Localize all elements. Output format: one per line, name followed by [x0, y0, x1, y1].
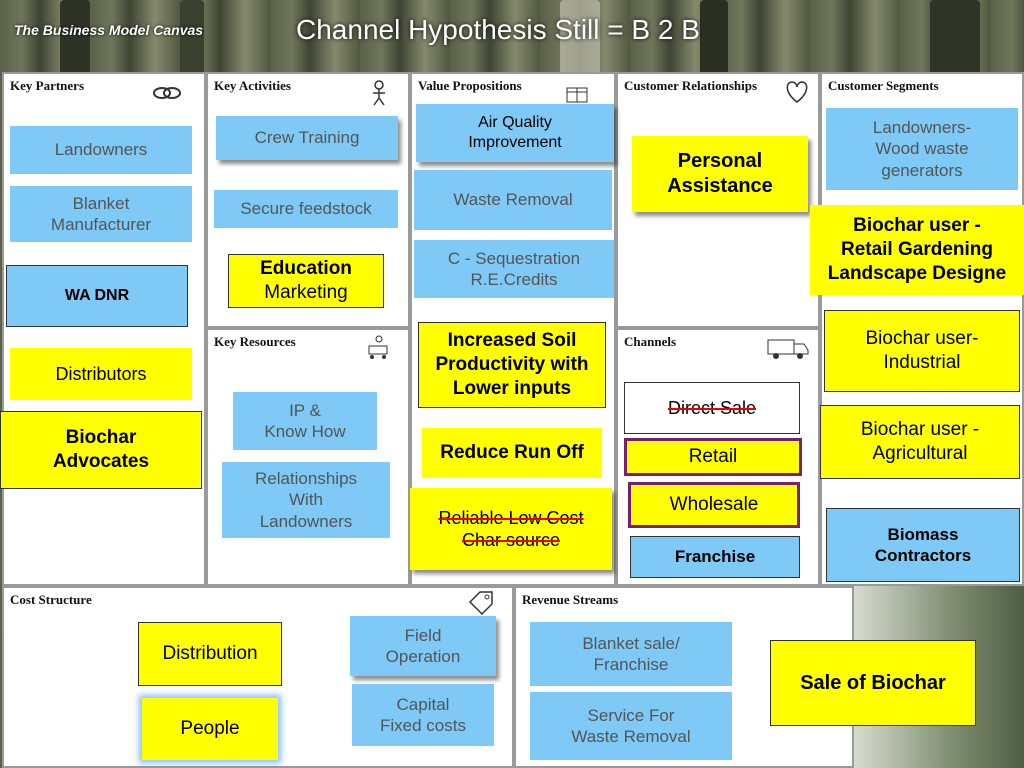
note-ip-know-how: IP & Know How: [233, 392, 377, 450]
note-landowners-wood-waste: Landowners- Wood waste generators: [826, 108, 1018, 190]
note-crew-training: Crew Training: [216, 116, 398, 160]
truck-icon: [767, 339, 809, 359]
note-relationships-landowners: Relationships With Landowners: [222, 462, 390, 538]
heart-icon: [786, 81, 808, 103]
note-distribution: Distribution: [138, 622, 282, 686]
panel-label: Channels: [624, 334, 677, 349]
note-line: Marketing: [264, 282, 348, 303]
note-biochar-industrial: Biochar user- Industrial: [824, 310, 1020, 392]
note-line: Education: [260, 258, 352, 280]
note-people: People: [142, 698, 278, 760]
note-biochar-agricultural: Biochar user - Agricultural: [820, 405, 1020, 479]
note-blanket-sale: Blanket sale/ Franchise: [530, 622, 732, 686]
note-increased-soil: Increased Soil Productivity with Lower i…: [418, 322, 606, 408]
note-reduce-run-off: Reduce Run Off: [422, 428, 602, 478]
panel-label: Key Resources: [214, 334, 296, 349]
note-franchise: Franchise: [630, 536, 800, 578]
note-landowners: Landowners: [10, 126, 192, 174]
note-wa-dnr: WA DNR: [6, 265, 188, 327]
note-secure-feedstock: Secure feedstock: [214, 190, 398, 228]
panel-label: Cost Structure: [10, 592, 92, 607]
panel-label: Revenue Streams: [522, 592, 619, 607]
note-reliable-low-cost: Reliable Low Cost Char source: [410, 488, 612, 570]
chain-icon: [153, 87, 181, 99]
note-blanket-manufacturer: Blanket Manufacturer: [10, 186, 192, 242]
canvas-title: The Business Model Canvas: [14, 22, 204, 38]
note-capital-fixed: Capital Fixed costs: [352, 684, 494, 746]
worker-icon: [373, 80, 385, 106]
note-air-quality: Air Quality Improvement: [416, 104, 614, 162]
panel-label: Customer Segments: [828, 78, 939, 93]
note-wholesale: Wholesale: [628, 482, 800, 528]
note-biochar-retail: Biochar user - Retail Gardening Landscap…: [810, 205, 1024, 295]
note-personal-assistance: Personal Assistance: [632, 136, 808, 212]
gift-icon: [566, 87, 588, 103]
note-waste-removal: Waste Removal: [414, 170, 612, 230]
note-retail: Retail: [624, 438, 802, 476]
panel-label: Value Propositions: [418, 78, 522, 93]
note-field-operation: Field Operation: [350, 616, 496, 676]
note-distributors: Distributors: [10, 348, 192, 400]
price-tag-icon: [468, 591, 493, 616]
note-c-sequestration: C - Sequestration R.E.Credits: [414, 240, 614, 298]
note-direct-sale: Direct Sale: [624, 382, 800, 434]
panel-key-resources: Key Resources: [206, 328, 410, 586]
note-service-waste-removal: Service For Waste Removal: [530, 692, 732, 760]
panel-label: Customer Relationships: [624, 78, 758, 93]
note-biochar-advocates: Biochar Advocates: [0, 411, 202, 489]
note-sale-of-biochar: Sale of Biochar: [770, 640, 976, 726]
forklift-icon: [368, 335, 388, 359]
panel-label: Key Partners: [10, 78, 85, 93]
panel-label: Key Activities: [214, 78, 291, 93]
note-biomass-contractors: Biomass Contractors: [826, 508, 1020, 582]
page-title: Channel Hypothesis Still = B 2 B: [296, 14, 700, 45]
note-education-marketing: Education Marketing: [228, 254, 384, 308]
